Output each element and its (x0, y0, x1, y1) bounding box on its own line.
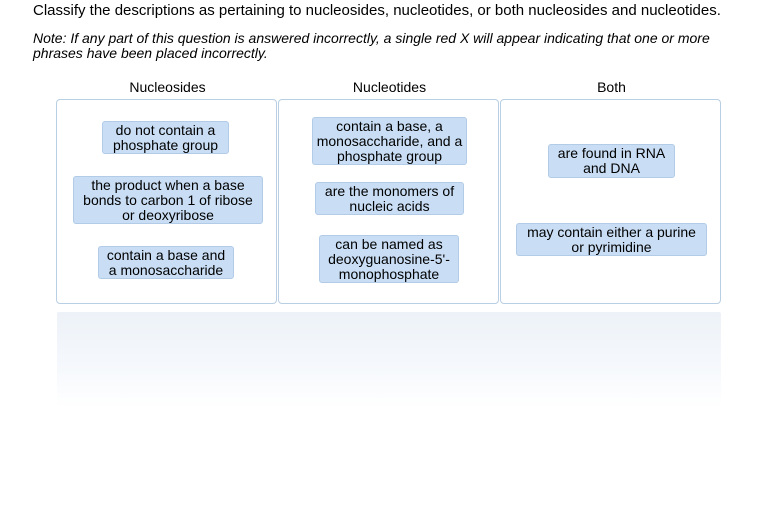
drop-zone-nucleotides[interactable]: contain a base, a monosaccharide, and a … (278, 99, 499, 304)
draggable-phrase[interactable]: are found in RNA and DNA (548, 144, 675, 178)
column-header-nucleosides: Nucleosides (129, 79, 206, 95)
column-header-both: Both (597, 79, 626, 95)
question-prompt: Classify the descriptions as pertaining … (33, 2, 721, 19)
phrase-tray[interactable] (57, 312, 721, 408)
draggable-phrase[interactable]: can be named as deoxyguanosine-5'-monoph… (319, 235, 459, 283)
draggable-phrase[interactable]: contain a base, a monosaccharide, and a … (312, 117, 467, 165)
draggable-phrase[interactable]: may contain either a purine or pyrimidin… (516, 223, 707, 256)
drop-zone-nucleosides[interactable]: do not contain a phosphate group the pro… (56, 99, 277, 304)
question-note: Note: If any part of this question is an… (33, 30, 710, 61)
draggable-phrase[interactable]: are the monomers of nucleic acids (315, 182, 464, 215)
draggable-phrase[interactable]: do not contain a phosphate group (102, 121, 229, 154)
drop-zone-both[interactable]: are found in RNA and DNA may contain eit… (500, 99, 721, 304)
draggable-phrase[interactable]: the product when a base bonds to carbon … (73, 176, 263, 224)
column-header-nucleotides: Nucleotides (352, 79, 427, 95)
draggable-phrase[interactable]: contain a base and a monosaccharide (98, 246, 234, 279)
